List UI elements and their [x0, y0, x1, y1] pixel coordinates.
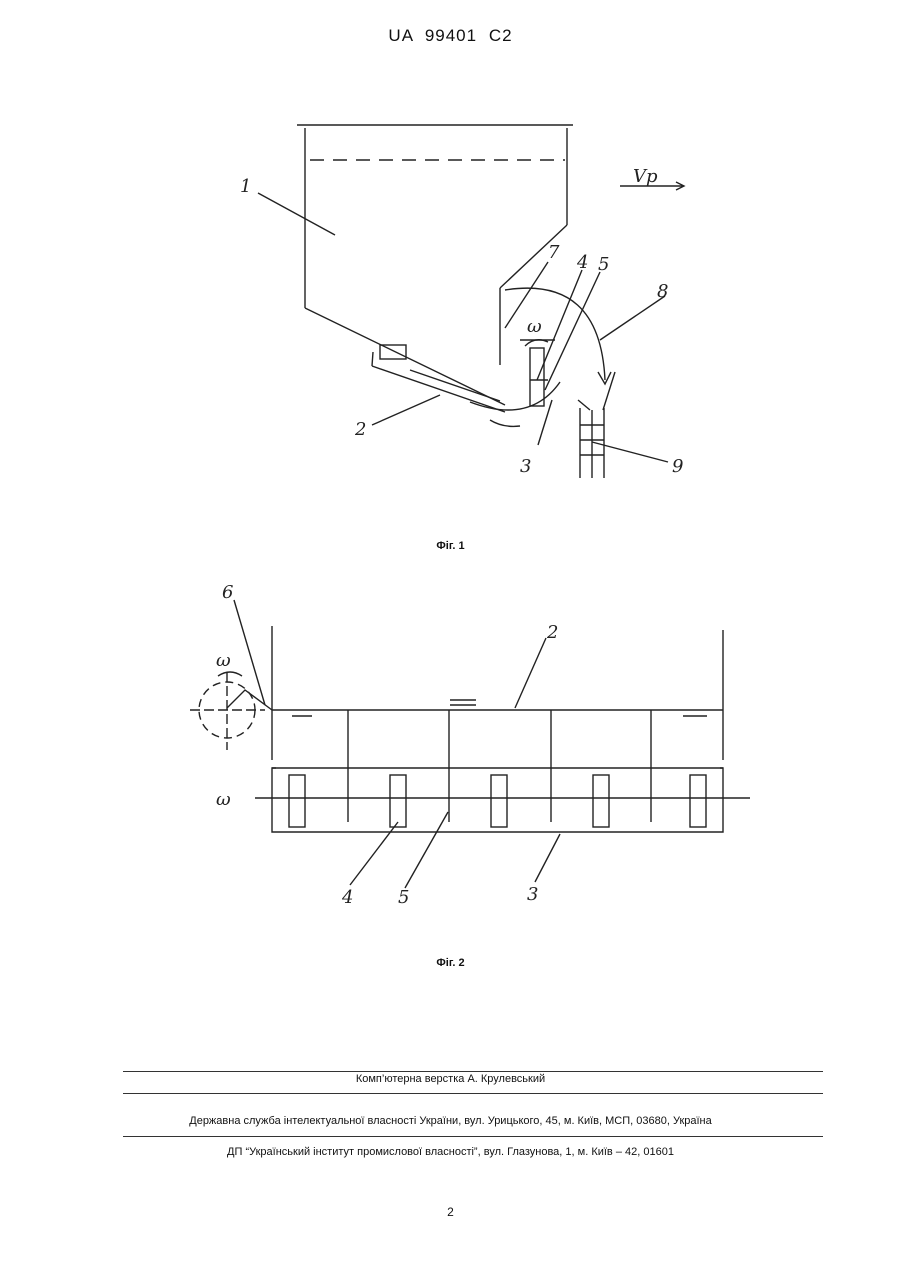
blade-4	[530, 348, 544, 406]
leader-2	[372, 395, 440, 425]
label-omega: ω	[527, 316, 542, 337]
oscillation-arrow	[490, 420, 520, 426]
trajectory-arc	[505, 288, 605, 380]
label-4: 4	[341, 887, 353, 908]
blade-4	[491, 775, 507, 827]
figure-1-drawing: 1 2 3 4 5 7 8 9 ω Vр	[0, 0, 901, 540]
page-number: 2	[0, 1205, 901, 1219]
figure-2-caption: Фіг. 2	[0, 957, 901, 969]
label-8: 8	[657, 281, 668, 302]
leader-8	[600, 296, 665, 340]
blade-4	[690, 775, 706, 827]
feeder-clamp-left	[372, 352, 373, 366]
label-2: 2	[354, 419, 366, 440]
layout-credit: Комп’ютерна верстка А. Крулевський	[0, 1073, 901, 1085]
agency-address: Державна служба інтелектуальної власност…	[0, 1115, 901, 1127]
crank-rotation-arrow	[218, 672, 242, 676]
blade-4	[289, 775, 305, 827]
label-7: 7	[548, 242, 560, 263]
blade-4	[593, 775, 609, 827]
leader-3	[538, 400, 552, 445]
label-omega-crank: ω	[216, 650, 231, 671]
label-5: 5	[598, 254, 609, 275]
leader-6	[234, 600, 265, 705]
label-5: 5	[398, 887, 409, 908]
label-3: 3	[527, 884, 538, 905]
leader-5	[545, 272, 600, 390]
leader-2	[515, 638, 546, 708]
crank-link-6	[227, 690, 272, 710]
hopper-bottom-slope	[305, 308, 505, 405]
footer-rule	[123, 1071, 823, 1072]
figure-2-drawing: 6 2 ω ω 4 5 3	[0, 560, 901, 960]
feeder-tray-inner	[410, 370, 500, 401]
figure-1-caption: Фіг. 1	[0, 540, 901, 552]
label-3: 3	[520, 456, 531, 477]
institute-address: ДП “Український інститут промислової вла…	[0, 1146, 901, 1158]
label-9: 9	[672, 456, 683, 477]
leader-1	[258, 193, 335, 235]
label-2: 2	[546, 622, 558, 643]
leader-3	[535, 834, 560, 882]
label-velocity: Vр	[633, 166, 658, 187]
footer-rule	[123, 1136, 823, 1137]
leader-5	[405, 812, 448, 888]
label-4: 4	[576, 252, 588, 273]
label-6: 6	[222, 582, 233, 603]
label-1: 1	[240, 176, 251, 197]
footer-rule	[123, 1093, 823, 1094]
feeder-clamp	[380, 345, 406, 359]
drum-3-outline	[272, 768, 723, 832]
blade-4	[390, 775, 406, 827]
label-omega-drum: ω	[216, 789, 231, 810]
